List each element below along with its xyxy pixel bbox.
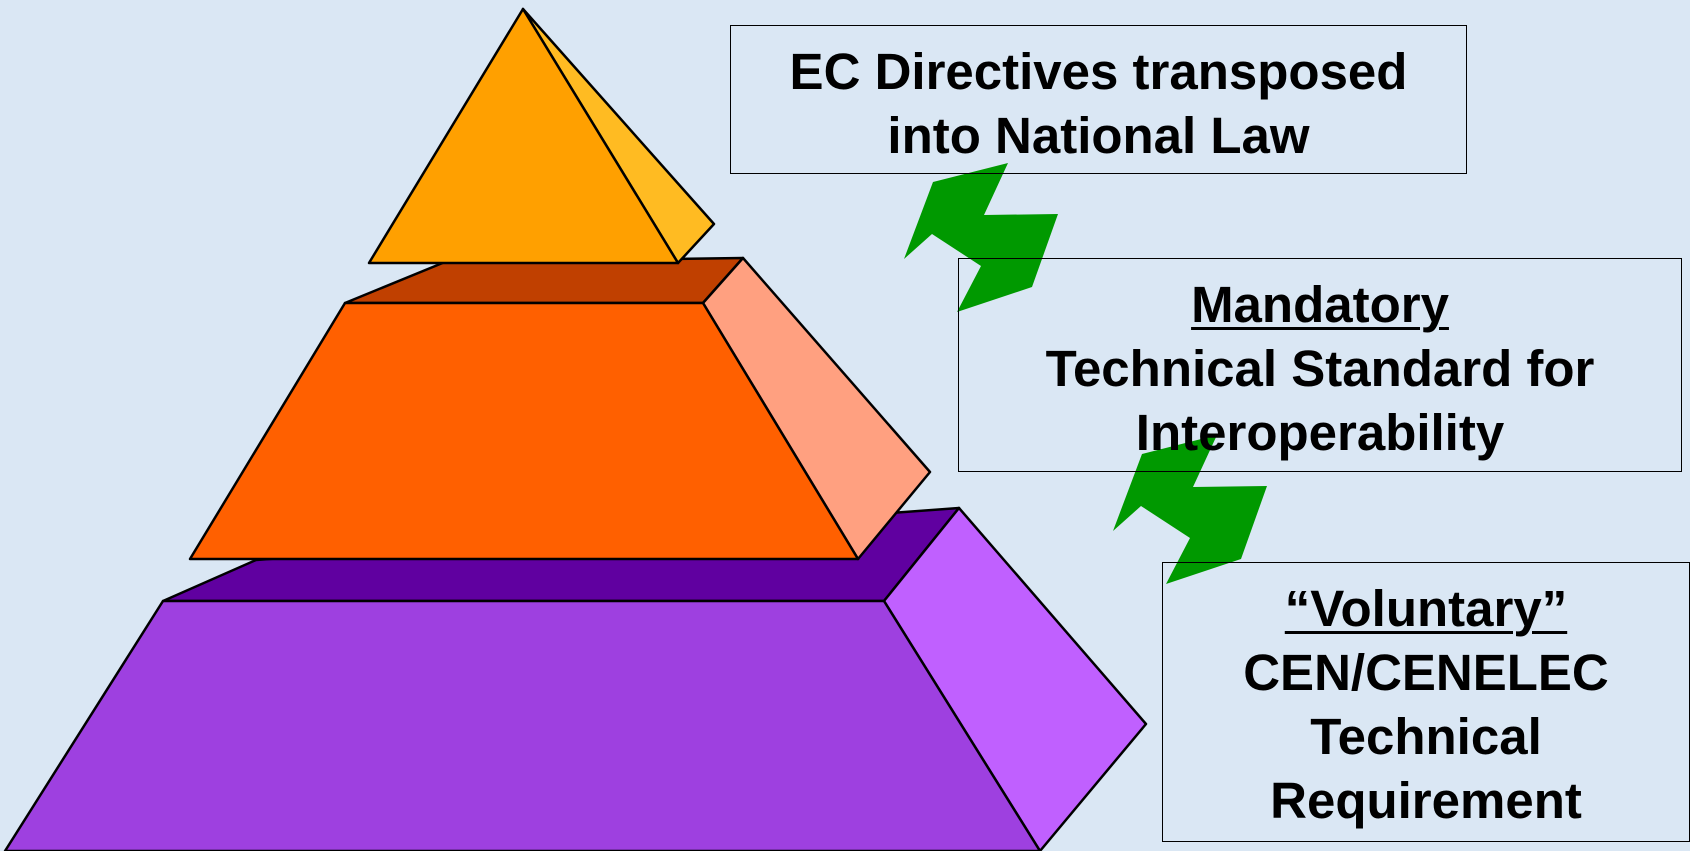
top-tier-front-face — [367, 7, 680, 265]
tsi-label-line2: Interoperability — [1135, 404, 1505, 461]
law-label-line2: into National Law — [887, 106, 1310, 164]
tsi-label-box: Mandatory Technical Standard for Interop… — [958, 258, 1682, 472]
pyramid-top-tier — [367, 7, 716, 265]
pyramid-middle-tier — [188, 256, 932, 561]
tsi-label-line1: Technical Standard for — [1045, 340, 1595, 397]
cen-heading: “Voluntary” — [1284, 580, 1568, 637]
middle-tier-front-face — [188, 301, 860, 561]
law-label-line1: EC Directives transposed — [789, 42, 1408, 100]
bottom-tier-front-face — [3, 599, 1042, 851]
double-headed-arrow-icon — [904, 163, 1058, 312]
law-label-box: EC Directives transposed into National L… — [730, 25, 1467, 174]
cen-label-line1: CEN/CENELEC — [1243, 644, 1609, 701]
cen-label-box: “Voluntary” CEN/CENELEC Technical Requir… — [1162, 562, 1690, 842]
cen-label-line3: Requirement — [1270, 772, 1582, 829]
cen-label-line2: Technical — [1310, 708, 1542, 765]
tsi-heading: Mandatory — [1191, 276, 1449, 333]
double-headed-arrow-icon — [1113, 435, 1267, 584]
